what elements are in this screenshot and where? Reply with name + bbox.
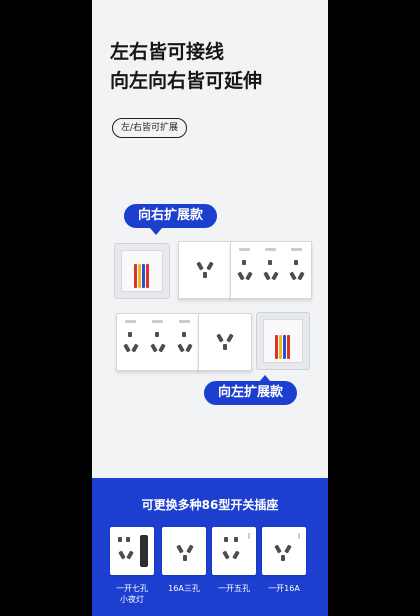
switch-indicator-icon bbox=[291, 248, 302, 251]
socket-pin-icon bbox=[216, 333, 224, 343]
card-label-16a-switch: 一开16A bbox=[268, 584, 300, 593]
band-title: 可更换多种86型开关插座 bbox=[141, 498, 279, 512]
product-card-16a-switch bbox=[262, 527, 306, 575]
product-card-16a-3hole bbox=[162, 527, 206, 575]
wall-box-right bbox=[114, 243, 170, 299]
left-expand-label: 向左扩展款 bbox=[204, 375, 298, 405]
socket-plate-triple bbox=[230, 241, 312, 299]
wall-box-left bbox=[256, 312, 310, 370]
socket-pin-icon bbox=[155, 332, 159, 337]
product-card-7hole-nightlight bbox=[110, 527, 154, 575]
left-expand-text: 向左扩展款 bbox=[218, 385, 284, 400]
card-label-7hole: 一开七孔 小夜灯 bbox=[116, 584, 148, 604]
socket-pin-icon bbox=[226, 333, 234, 343]
product-panel: 左右皆可接线 向左向右皆可延伸 左/右皆可扩展 向右扩展款 bbox=[92, 0, 328, 616]
switch-indicator-icon bbox=[125, 320, 136, 323]
product-card-5hole bbox=[212, 527, 256, 575]
socket-pin-icon bbox=[237, 271, 245, 281]
wires-icon bbox=[134, 262, 150, 288]
socket-pin-icon bbox=[223, 344, 227, 350]
socket-pin-icon bbox=[294, 260, 298, 265]
socket-pin-icon bbox=[182, 332, 186, 337]
socket-pin-icon bbox=[232, 550, 240, 560]
socket-pin-icon bbox=[185, 343, 193, 353]
headline: 左右皆可接线 向左向右皆可延伸 bbox=[110, 38, 262, 96]
expand-pill: 左/右皆可扩展 bbox=[112, 118, 188, 138]
socket-pin-icon bbox=[289, 271, 297, 281]
socket-pin-icon bbox=[222, 550, 230, 560]
headline-line2: 向左向右皆可延伸 bbox=[110, 70, 263, 92]
pointer-down-icon bbox=[150, 228, 162, 235]
socket-pin-icon bbox=[271, 271, 279, 281]
socket-pin-icon bbox=[176, 544, 184, 554]
pointer-up-icon bbox=[259, 375, 271, 382]
socket-plate-single-left bbox=[198, 313, 252, 371]
nightlight-switch-icon bbox=[140, 535, 148, 567]
socket-pin-icon bbox=[128, 332, 132, 337]
socket-pin-icon bbox=[245, 271, 253, 281]
card-label-16a-3hole: 16A三孔 bbox=[168, 584, 200, 593]
socket-pin-icon bbox=[150, 343, 158, 353]
wires-icon bbox=[275, 333, 291, 359]
socket-pin-icon bbox=[131, 343, 139, 353]
socket-pin-icon bbox=[118, 537, 122, 542]
card-label-5hole: 一开五孔 bbox=[218, 584, 250, 593]
switch-indicator-icon bbox=[179, 320, 190, 323]
socket-plate-single bbox=[178, 241, 232, 299]
socket-pin-icon bbox=[284, 544, 292, 554]
switch-indicator-icon bbox=[248, 533, 250, 539]
socket-pin-icon bbox=[281, 555, 285, 561]
switch-indicator-icon bbox=[298, 533, 300, 539]
switch-indicator-icon bbox=[152, 320, 163, 323]
socket-pin-icon bbox=[158, 343, 166, 353]
socket-pin-icon bbox=[196, 261, 204, 271]
socket-pin-icon bbox=[234, 537, 238, 542]
socket-pin-icon bbox=[224, 537, 228, 542]
socket-pin-icon bbox=[126, 550, 134, 560]
socket-pin-icon bbox=[274, 544, 282, 554]
socket-pin-icon bbox=[206, 261, 214, 271]
socket-pin-icon bbox=[268, 260, 272, 265]
bottom-band: 可更换多种86型开关插座 一开七孔 小夜灯 16A三孔 bbox=[92, 478, 328, 616]
switch-indicator-icon bbox=[265, 248, 276, 251]
socket-pin-icon bbox=[297, 271, 305, 281]
socket-pin-icon bbox=[242, 260, 246, 265]
socket-pin-icon bbox=[183, 555, 187, 561]
socket-pin-icon bbox=[263, 271, 271, 281]
socket-pin-icon bbox=[126, 537, 130, 542]
right-expand-label: 向右扩展款 bbox=[124, 204, 218, 235]
right-expand-text: 向右扩展款 bbox=[138, 208, 204, 223]
socket-plate-triple-left bbox=[116, 313, 200, 371]
socket-pin-icon bbox=[203, 272, 207, 278]
socket-pin-icon bbox=[118, 550, 126, 560]
socket-pin-icon bbox=[186, 544, 194, 554]
socket-pin-icon bbox=[123, 343, 131, 353]
switch-indicator-icon bbox=[239, 248, 250, 251]
socket-pin-icon bbox=[177, 343, 185, 353]
headline-line1: 左右皆可接线 bbox=[110, 41, 225, 63]
